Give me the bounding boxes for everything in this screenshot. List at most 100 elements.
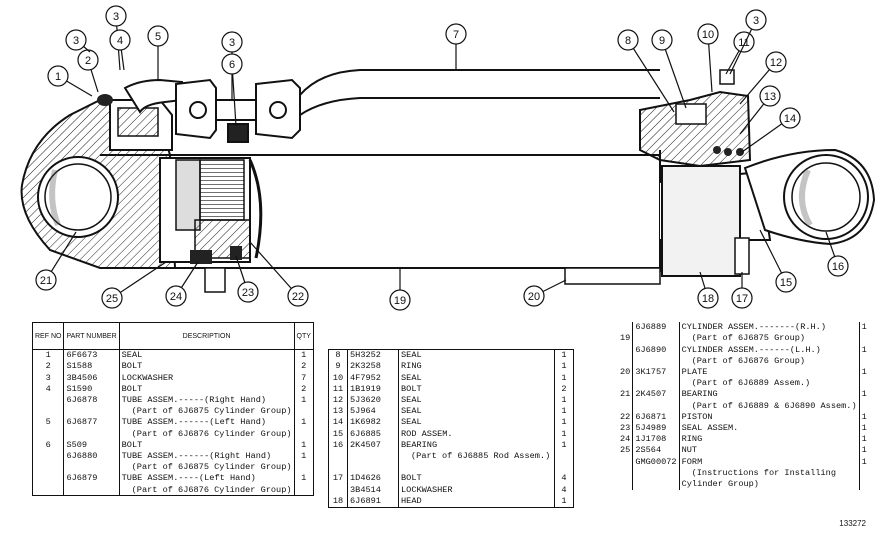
parts-row: (Part of 6J6875 Cylinder Group) [32, 405, 314, 418]
part-description: HEAD [398, 495, 555, 508]
part-description: BEARING [398, 439, 555, 451]
part-quantity: 1 [861, 445, 867, 456]
callout-3d [729, 9, 767, 75]
parts-row [328, 461, 574, 474]
part-description: TUBE ASSEM.------(Right Hand) [119, 450, 295, 462]
rod-gland [639, 69, 752, 168]
parts-row: (Part of 6J6875 Cylinder Group) [32, 461, 314, 474]
ref-number: 12 [328, 394, 348, 406]
ref-number: 8 [328, 349, 348, 362]
callout-number: 1 [55, 71, 61, 83]
tube-assembly [123, 69, 660, 143]
part-description: (Part of 6J6876 Cylinder Group) [119, 484, 295, 496]
part-number: GMG00072 [632, 456, 680, 468]
part-number: 1D4626 [347, 473, 399, 485]
ref-number: 21 [618, 389, 634, 401]
part-description: PISTON [679, 411, 860, 423]
ref-number: 18 [328, 495, 348, 508]
part-description: SEAL [398, 349, 555, 362]
callout-number: 14 [784, 113, 796, 125]
part-number: 2K4507 [347, 439, 399, 451]
rod-head [661, 165, 750, 277]
ref-number: 14 [328, 417, 348, 429]
ref-number: 20 [618, 366, 634, 378]
ref-number [32, 405, 65, 418]
part-number: 5J3620 [347, 394, 399, 406]
ref-number: 5 [32, 417, 65, 429]
ref-number: 23 [618, 422, 634, 434]
part-quantity: 1 [861, 456, 867, 467]
part-number: 5J4989 [632, 422, 680, 434]
part-quantity: 1 [561, 417, 567, 428]
callout-number: 2 [85, 55, 91, 67]
callout-number: 25 [106, 293, 118, 305]
callout-number: 9 [659, 35, 665, 47]
part-description: CYLINDER ASSEM.-------(R.H.) [679, 322, 860, 334]
part-quantity: 1 [861, 422, 867, 433]
part-quantity: 1 [861, 344, 867, 355]
part-description: ROD ASSEM. [398, 428, 555, 440]
callout-number: 5 [155, 31, 161, 43]
part-number [632, 478, 680, 490]
part-quantity [859, 378, 869, 389]
callout-25 [101, 261, 167, 309]
callout-6 [221, 53, 243, 127]
callout-number: 19 [394, 295, 406, 307]
part-quantity: 1 [561, 428, 567, 439]
ref-number: 10 [328, 372, 348, 384]
callout-number: 24 [170, 291, 182, 303]
part-number: 6J6879 [63, 473, 120, 485]
callout-number: 7 [453, 29, 459, 41]
ref-number [618, 467, 634, 479]
part-description: (Instructions for Installing [679, 467, 860, 479]
part-quantity [859, 333, 869, 344]
part-quantity: 1 [561, 439, 567, 450]
part-description: PLATE [679, 366, 860, 378]
part-quantity: 1 [301, 473, 307, 484]
callout-number: 4 [117, 35, 123, 47]
part-quantity [555, 462, 574, 473]
part-quantity: 1 [301, 395, 307, 406]
callout-8 [617, 29, 675, 113]
callout-24 [165, 261, 199, 307]
part-number: 2K3258 [347, 361, 399, 373]
part-number: S1588 [63, 361, 120, 373]
ref-number [618, 478, 634, 490]
part-number: 1K6982 [347, 417, 399, 429]
ref-number [328, 450, 348, 462]
part-description: SEAL [398, 417, 555, 429]
part-description: (Part of 6J6875 Cylinder Group) [119, 405, 295, 418]
part-number [63, 405, 120, 418]
part-description: BOLT [119, 361, 295, 373]
part-number: 6J6885 [347, 428, 399, 440]
callout-number: 21 [40, 275, 52, 287]
part-quantity [294, 462, 313, 473]
part-quantity: 7 [301, 372, 307, 383]
callout-number: 3 [229, 37, 235, 49]
part-description: BOLT [398, 473, 555, 485]
callout-number: 23 [242, 287, 254, 299]
part-number: 6J6880 [63, 450, 120, 462]
callout-number: 15 [780, 277, 792, 289]
ref-number: 24 [618, 433, 634, 446]
callout-18 [697, 271, 719, 309]
part-description: (Part of 6J6875 Cylinder Group) [119, 461, 295, 474]
part-quantity: 4 [561, 473, 567, 484]
ref-number [618, 377, 634, 390]
callout-number: 13 [764, 91, 776, 103]
part-number [632, 400, 680, 412]
ref-number: 9 [328, 361, 348, 373]
ref-number: 6 [32, 439, 65, 451]
part-quantity: 2 [301, 383, 307, 394]
parts-row: (Part of 6J6889 Assem.) [618, 377, 869, 390]
